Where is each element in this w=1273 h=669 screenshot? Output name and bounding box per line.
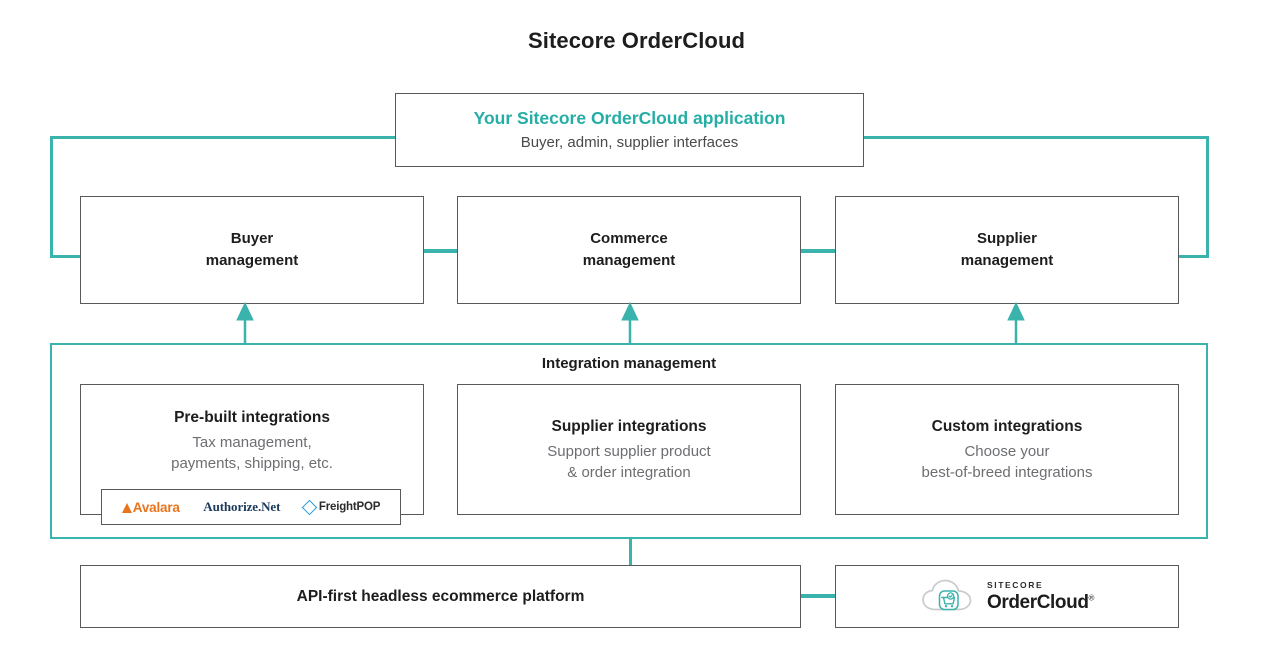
- application-box[interactable]: Your Sitecore OrderCloud application Buy…: [395, 93, 864, 167]
- connector-app-right-top: [862, 136, 1209, 139]
- brand-logo-box[interactable]: SITECORE OrderCloud®: [835, 565, 1179, 628]
- pre-built-integrations-desc-line2: payments, shipping, etc.: [171, 454, 333, 472]
- freightpop-logo-label: FreightPOP: [318, 501, 381, 513]
- supplier-management-label-line2: management: [960, 252, 1054, 269]
- connector-app-left-down: [50, 136, 53, 258]
- custom-integrations-box[interactable]: Custom integrations Choose your best-of-…: [835, 384, 1179, 515]
- buyer-management-label-line2: management: [205, 252, 299, 269]
- avalara-logo-label: Avalara: [132, 499, 180, 515]
- avalara-mark-icon: [121, 502, 132, 513]
- api-platform-box[interactable]: API-first headless ecommerce platform: [80, 565, 801, 628]
- supplier-integrations-title: Supplier integrations: [551, 417, 707, 435]
- commerce-management-box[interactable]: Commerce management: [457, 196, 801, 304]
- page-title: Sitecore OrderCloud: [527, 28, 746, 53]
- avalara-logo: Avalara: [121, 499, 180, 515]
- connector-commerce-supplier: [800, 249, 836, 253]
- supplier-integrations-desc-line2: & order integration: [567, 463, 691, 481]
- commerce-management-label-line2: management: [582, 252, 676, 269]
- freightpop-logo: FreightPOP: [301, 499, 381, 515]
- brand-wordmark: SITECORE OrderCloud®: [987, 581, 1094, 612]
- api-platform-label: API-first headless ecommerce platform: [296, 587, 585, 605]
- partner-logos-strip: Avalara Authorize.Net FreightPOP: [101, 489, 401, 525]
- commerce-management-label-line1: Commerce: [590, 230, 668, 248]
- sitecore-ordercloud-cloud-cart-logo-icon: [920, 578, 976, 616]
- connector-integration-to-platform: [629, 539, 632, 566]
- connector-app-left-top: [50, 136, 397, 139]
- brand-name: OrderCloud®: [987, 593, 1094, 612]
- connector-buyer-commerce: [423, 249, 459, 253]
- buyer-management-box[interactable]: Buyer management: [80, 196, 424, 304]
- application-title: Your Sitecore OrderCloud application: [473, 107, 786, 128]
- brand-registered-mark: ®: [1088, 593, 1095, 603]
- freightpop-diamond-icon: [301, 499, 318, 515]
- connector-platform-to-brand: [800, 594, 836, 598]
- authorize-net-logo: Authorize.Net: [203, 499, 281, 514]
- custom-integrations-desc-line2: best-of-breed integrations: [921, 463, 1093, 481]
- connector-app-right-down: [1206, 136, 1209, 258]
- pre-built-integrations-desc-line1: Tax management,: [192, 433, 312, 451]
- custom-integrations-title: Custom integrations: [931, 417, 1083, 435]
- brand-eyebrow: SITECORE: [986, 580, 1044, 591]
- supplier-management-box[interactable]: Supplier management: [835, 196, 1179, 304]
- integration-management-heading: Integration management: [541, 355, 717, 372]
- supplier-integrations-desc-line1: Support supplier product: [547, 442, 711, 460]
- integration-management-panel: [50, 343, 1208, 539]
- buyer-management-label-line1: Buyer: [230, 230, 274, 248]
- brand-name-text: OrderCloud: [986, 591, 1089, 613]
- supplier-integrations-box[interactable]: Supplier integrations Support supplier p…: [457, 384, 801, 515]
- connector-app-left-stub: [50, 255, 82, 258]
- application-subtitle: Buyer, admin, supplier interfaces: [520, 134, 739, 152]
- custom-integrations-desc-line1: Choose your: [964, 442, 1050, 460]
- connector-app-right-stub: [1177, 255, 1209, 258]
- pre-built-integrations-title: Pre-built integrations: [174, 408, 330, 426]
- supplier-management-label-line1: Supplier: [976, 230, 1037, 248]
